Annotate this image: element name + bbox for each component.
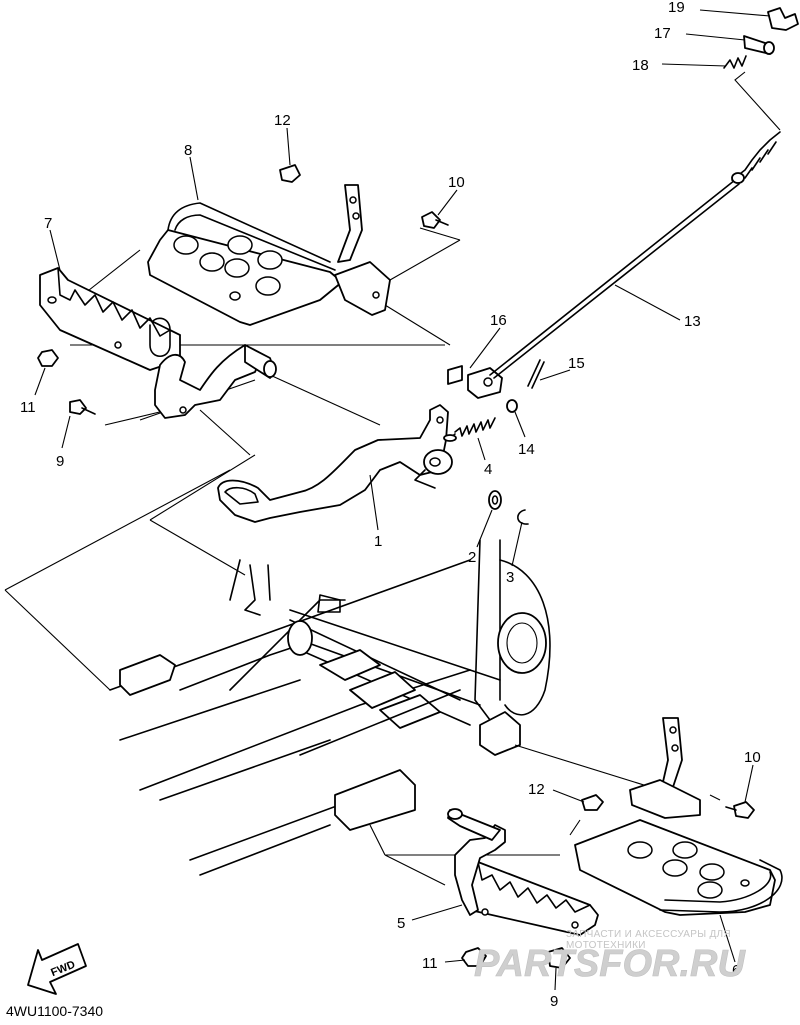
callout-12: 12 bbox=[274, 112, 291, 129]
callout-10: 10 bbox=[744, 749, 761, 766]
callout-6: 6 bbox=[732, 962, 740, 979]
callout-19: 19 bbox=[668, 0, 685, 16]
callout-17: 17 bbox=[654, 25, 671, 42]
left-footrest-assembly bbox=[39, 184, 391, 419]
callout-11: 11 bbox=[422, 955, 438, 972]
callout-5: 5 bbox=[397, 915, 405, 932]
callout-14: 14 bbox=[518, 441, 535, 458]
hardware-parts bbox=[37, 164, 545, 525]
callout-2: 2 bbox=[468, 549, 476, 566]
callout-1: 1 bbox=[374, 533, 382, 550]
watermark-logo: PARTSFOR.RU bbox=[474, 943, 747, 984]
callout-9: 9 bbox=[550, 993, 558, 1010]
callout-leaders bbox=[34, 9, 771, 991]
brake-rod-assembly bbox=[489, 7, 799, 379]
callout-9: 9 bbox=[56, 453, 64, 470]
callout-15: 15 bbox=[568, 355, 585, 372]
right-footrest-assembly bbox=[447, 717, 783, 969]
callout-11: 11 bbox=[20, 399, 36, 416]
callout-7: 7 bbox=[44, 215, 52, 232]
callout-12: 12 bbox=[528, 781, 545, 798]
diagram-code: 4WU1100-7340 bbox=[6, 1003, 104, 1019]
callout-10: 10 bbox=[448, 174, 465, 191]
callout-8: 8 bbox=[184, 142, 192, 159]
callout-18: 18 bbox=[632, 57, 649, 74]
brake-pedal bbox=[217, 404, 453, 523]
callout-13: 13 bbox=[684, 313, 701, 330]
svg-text:PARTSFOR.RU: PARTSFOR.RU bbox=[474, 943, 746, 984]
callout-labels: 19 17 18 12 8 10 7 13 16 15 11 9 4 14 1 … bbox=[20, 0, 761, 1010]
callout-3: 3 bbox=[506, 569, 514, 586]
fwd-arrow: FWD bbox=[27, 943, 87, 995]
watermark-tagline: ЗАПЧАСТИ И АКСЕССУАРЫ ДЛЯ МОТОТЕХНИКИ bbox=[566, 929, 731, 951]
frame-assembly bbox=[109, 539, 551, 876]
callout-16: 16 bbox=[490, 312, 507, 329]
callout-4: 4 bbox=[484, 461, 492, 478]
